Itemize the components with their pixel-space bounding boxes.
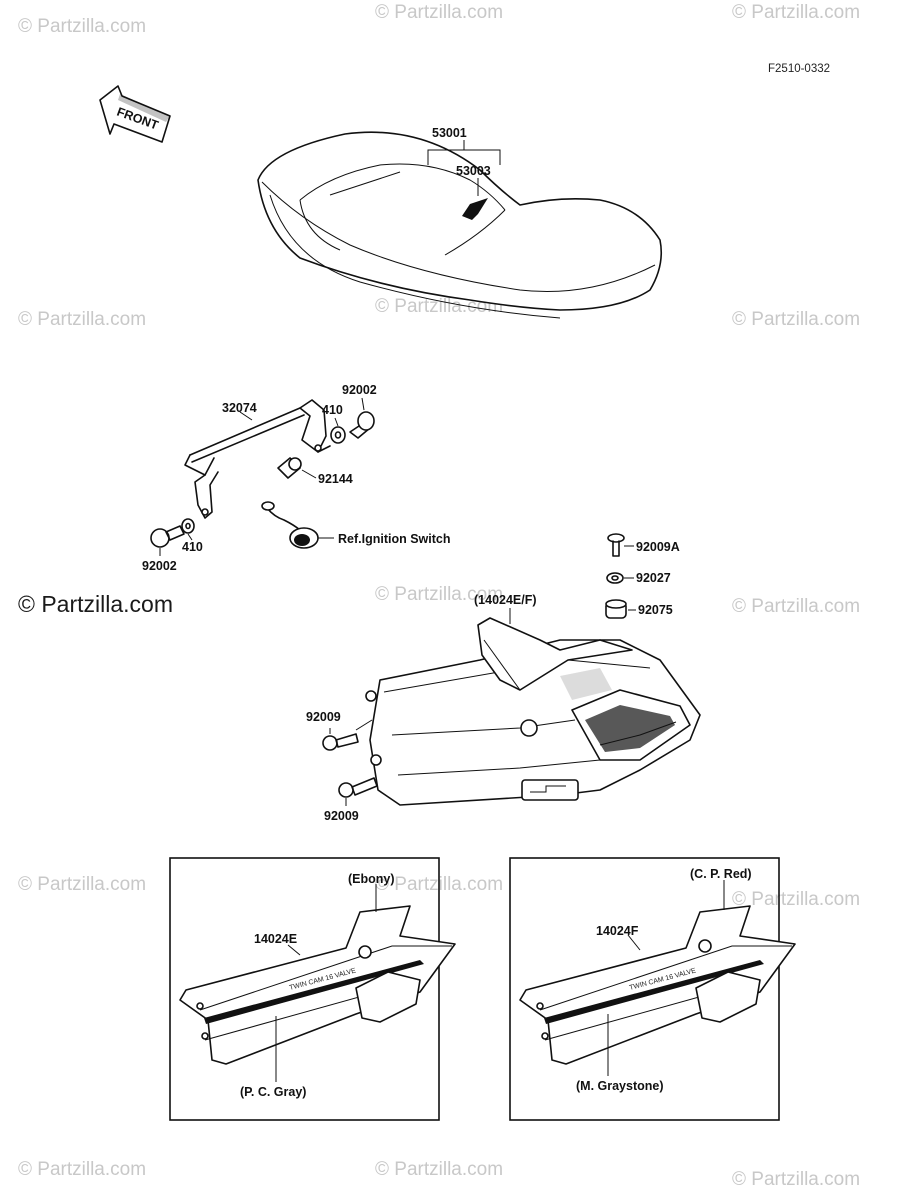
side-cover-assembly-drawing — [365, 617, 701, 806]
watermark: © Partzilla.com — [18, 309, 146, 330]
label-screw-upper: 92009 — [306, 710, 341, 724]
label-bolt-cover-top: 92009A — [636, 540, 680, 554]
label-left-part-number: 14024E — [254, 932, 297, 946]
label-right-bottom-color: (M. Graystone) — [576, 1079, 664, 1093]
label-right-top-color: (C. P. Red) — [690, 867, 752, 881]
watermark: © Partzilla.com — [375, 2, 503, 23]
label-bolt-bottom: 92002 — [142, 559, 177, 573]
watermark: © Partzilla.com — [732, 309, 860, 330]
watermark: © Partzilla.com — [18, 874, 146, 895]
screw-lower-drawing — [338, 777, 378, 798]
watermark: © Partzilla.com — [375, 1159, 503, 1180]
watermark: © Partzilla.com — [375, 296, 503, 317]
label-seat: 53001 — [432, 126, 467, 140]
watermark-dark: © Partzilla.com — [18, 591, 173, 617]
label-grommet: 92075 — [638, 603, 673, 617]
collar-drawing — [277, 457, 302, 479]
watermark: © Partzilla.com — [18, 1159, 146, 1180]
label-left-bottom-color: (P. C. Gray) — [240, 1085, 306, 1099]
variant-box-left: TWIN CAM 16 VALVE — [169, 857, 456, 1121]
watermarks: © Partzilla.com © Partzilla.com © Partzi… — [18, 2, 860, 1190]
watermark: © Partzilla.com — [18, 16, 146, 37]
screw-upper-drawing — [322, 733, 359, 751]
front-arrow-icon: FRONT — [99, 85, 171, 143]
label-cover-assembly: (14024E/F) — [474, 593, 537, 607]
watermark: © Partzilla.com — [732, 889, 860, 910]
label-bracket: 32074 — [222, 401, 257, 415]
label-screw-lower: 92009 — [324, 809, 359, 823]
label-seat-emblem: 53003 — [456, 164, 491, 178]
bolt-cover-top-drawing — [607, 533, 625, 557]
washer-cover-drawing — [606, 572, 624, 584]
watermark: © Partzilla.com — [732, 1169, 860, 1190]
grommet-drawing — [605, 599, 627, 619]
seat-drawing — [257, 131, 663, 319]
label-collar: 92144 — [318, 472, 353, 486]
watermark: © Partzilla.com — [732, 596, 860, 617]
ignition-switch-drawing — [261, 501, 319, 549]
diagram-code: F2510-0332 — [768, 63, 830, 75]
label-bolt-top: 92002 — [342, 383, 377, 397]
watermark: © Partzilla.com — [732, 2, 860, 23]
label-ignition-ref: Ref.Ignition Switch — [338, 532, 451, 546]
bolt-top-drawing — [330, 411, 375, 444]
seat-lock-bracket-drawing — [184, 399, 331, 519]
label-washer-top: 410 — [322, 403, 343, 417]
label-right-part-number: 14024F — [596, 924, 639, 938]
label-washer-cover: 92027 — [636, 571, 671, 585]
variant-box-right: TWIN CAM 16 VALVE — [509, 857, 796, 1121]
bolt-bottom-drawing — [150, 518, 195, 548]
label-left-top-color: (Ebony) — [348, 872, 395, 886]
label-washer-bottom: 410 — [182, 540, 203, 554]
watermark: © Partzilla.com — [375, 584, 503, 605]
